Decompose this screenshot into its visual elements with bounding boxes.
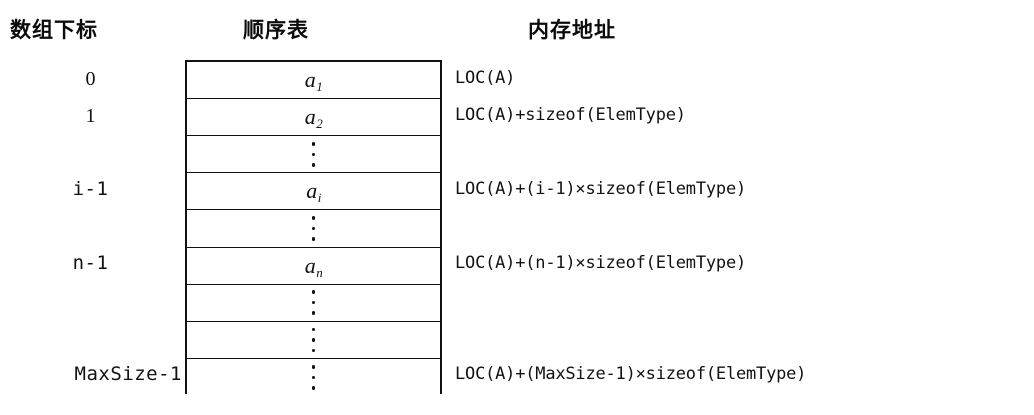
table-row <box>187 284 440 322</box>
list-element-subscript: 1 <box>316 79 323 95</box>
list-element-subscript: 2 <box>316 116 323 132</box>
list-element-label: an <box>304 252 323 280</box>
memory-address-label: LOC(A)+(n-1)×sizeof(ElemType) <box>455 253 747 274</box>
table-row <box>187 210 440 248</box>
table-row <box>187 358 440 396</box>
array-index-label: MaxSize-1 <box>74 363 182 386</box>
list-element-label: a1 <box>304 67 323 95</box>
column-header-memory-address: 内存地址 <box>528 18 616 42</box>
list-element-subscript: i <box>317 190 322 206</box>
table-row <box>187 136 440 174</box>
array-index-label: i-1 <box>72 177 109 200</box>
column-header-sequential-list: 顺序表 <box>243 18 309 42</box>
list-element-label: a2 <box>304 104 323 132</box>
column-header-array-index: 数组下标 <box>10 18 98 42</box>
array-index-label: 0 <box>85 67 96 90</box>
memory-address-label: LOC(A) <box>455 67 516 88</box>
array-index-label: n-1 <box>72 252 109 275</box>
vertical-ellipsis-icon <box>311 365 316 390</box>
vertical-ellipsis-icon <box>311 142 316 167</box>
table-row: an <box>187 247 440 285</box>
vertical-ellipsis-icon <box>311 290 316 315</box>
sequential-list-table: a1 a2 ai an <box>185 60 442 396</box>
table-row <box>187 321 440 359</box>
table-row: a2 <box>187 99 440 137</box>
memory-address-label: LOC(A)+sizeof(ElemType) <box>455 104 686 125</box>
vertical-ellipsis-icon <box>311 327 316 353</box>
memory-address-column: LOC(A) LOC(A)+sizeof(ElemType) LOC(A)+(i-1… <box>455 60 1030 394</box>
array-index-label: 1 <box>85 104 96 127</box>
memory-address-label: LOC(A)+(i-1)×sizeof(ElemType) <box>455 178 747 199</box>
vertical-ellipsis-icon <box>311 216 316 241</box>
table-row: a1 <box>187 62 440 100</box>
memory-address-label: LOC(A)+(MaxSize-1)×sizeof(ElemType) <box>455 364 807 385</box>
list-element-label: ai <box>306 178 322 206</box>
table-row: ai <box>187 173 440 211</box>
list-element-subscript: n <box>316 264 323 280</box>
